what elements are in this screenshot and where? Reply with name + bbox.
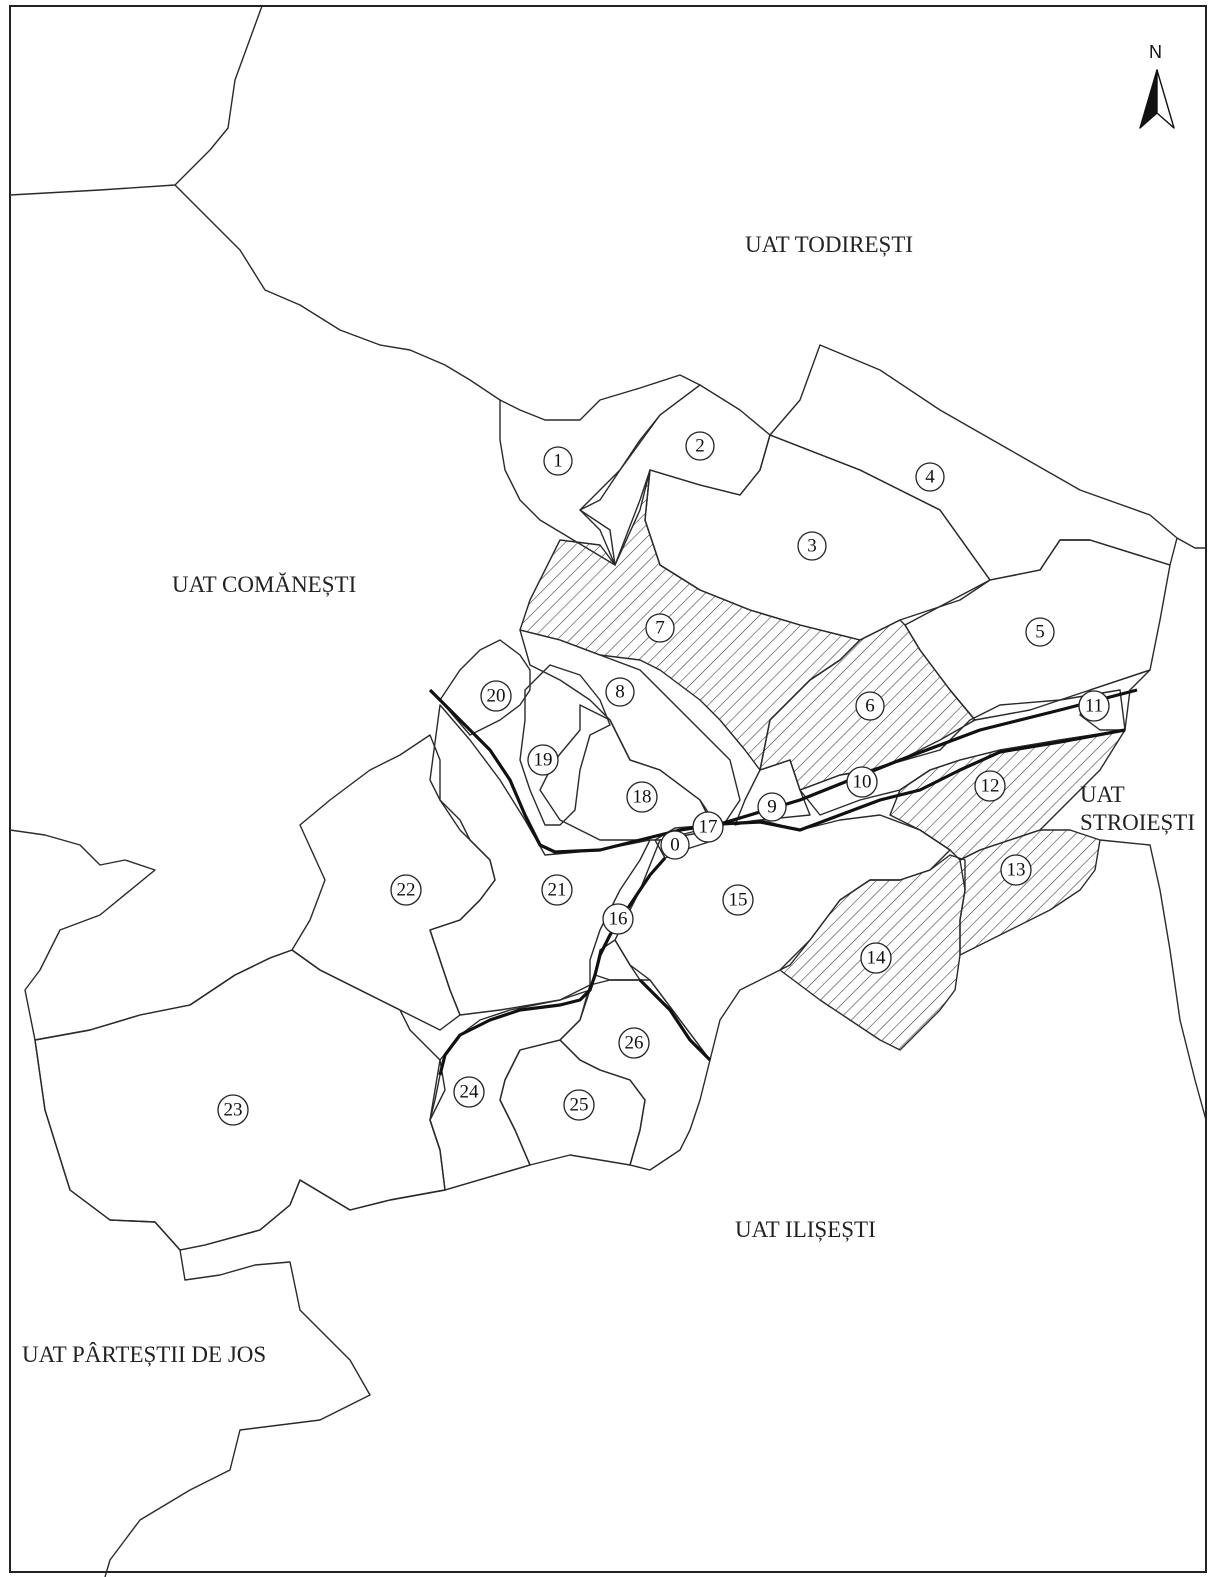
parcel-number: 18 (633, 787, 652, 808)
parcel-number: 7 (655, 618, 665, 639)
parcel-number: 0 (670, 835, 680, 856)
parcel-marker-3[interactable]: 3 (797, 531, 827, 561)
parcel-number: 4 (925, 467, 935, 488)
parcel-number: 5 (1035, 622, 1045, 643)
parcel-number: 14 (867, 948, 887, 969)
parcel-marker-25[interactable]: 25 (563, 1089, 595, 1121)
parcel-marker-18[interactable]: 18 (626, 781, 658, 813)
label-uat-ilisesti: UAT ILIȘEȘTI (735, 1217, 876, 1242)
parcel-marker-19[interactable]: 19 (527, 744, 559, 776)
parcel-number: 3 (807, 536, 817, 557)
parcel-number: 23 (224, 1100, 243, 1121)
label-uat-partestii-de-jos: UAT PÂRTEȘTII DE JOS (22, 1342, 266, 1367)
parcel-marker-21[interactable]: 21 (541, 874, 573, 906)
label-uat-todiresti: UAT TODIREȘTI (745, 232, 913, 257)
parcel-marker-15[interactable]: 15 (722, 884, 754, 916)
map-frame (9, 5, 1207, 1573)
hatched-parcel-12 (889, 729, 1126, 861)
parcel-number: 8 (615, 682, 625, 703)
north-arrow-icon: N (1139, 42, 1175, 129)
parcel-boundaries (34, 344, 1178, 1251)
parcel-marker-2[interactable]: 2 (685, 431, 715, 461)
parcel-marker-9[interactable]: 9 (757, 792, 787, 822)
parcel-marker-11[interactable]: 11 (1078, 690, 1110, 722)
parcel-marker-14[interactable]: 14 (860, 942, 892, 974)
parcel-number: 11 (1085, 696, 1103, 717)
parcel-marker-20[interactable]: 20 (480, 680, 512, 712)
north-label: N (1149, 42, 1162, 62)
parcel-number: 16 (609, 909, 628, 930)
parcel-marker-24[interactable]: 24 (453, 1076, 485, 1108)
parcel-markers: 1 2 3 4 5 6 7 8 9 10 11 12 13 14 15 16 1… (217, 431, 1110, 1126)
parcel-marker-4[interactable]: 4 (915, 462, 945, 492)
parcel-marker-1[interactable]: 1 (543, 446, 573, 476)
parcel-number: 20 (487, 686, 506, 707)
hatched-parcels (519, 469, 1126, 1051)
parcel-number: 6 (865, 696, 875, 717)
parcel-number: 22 (397, 880, 416, 901)
label-uat-stroiesti-2: STROIEȘTI (1080, 810, 1195, 835)
parcel-number: 24 (460, 1082, 480, 1103)
parcel-number: 26 (625, 1033, 644, 1054)
parcel-number: 9 (767, 797, 777, 818)
parcel-marker-0[interactable]: 0 (660, 830, 690, 860)
parcel-number: 19 (534, 750, 553, 771)
parcel-number: 25 (570, 1095, 589, 1116)
parcel-marker-10[interactable]: 10 (846, 766, 878, 798)
parcel-marker-26[interactable]: 26 (618, 1027, 650, 1059)
parcel-marker-16[interactable]: 16 (602, 903, 634, 935)
parcel-number: 13 (1007, 860, 1026, 881)
parcel-marker-12[interactable]: 12 (974, 770, 1006, 802)
parcel-marker-22[interactable]: 22 (390, 874, 422, 906)
parcel-number: 21 (548, 880, 567, 901)
parcel-number: 17 (699, 817, 718, 838)
main-boundaries (428, 688, 1138, 1151)
parcel-number: 1 (553, 451, 563, 472)
label-uat-comanesti: UAT COMĂNEȘTI (172, 572, 356, 597)
parcel-number: 12 (981, 776, 1000, 797)
parcel-marker-7[interactable]: 7 (645, 613, 675, 643)
label-uat-stroiesti-1: UAT (1080, 782, 1125, 807)
parcel-marker-13[interactable]: 13 (1000, 854, 1032, 886)
parcel-marker-6[interactable]: 6 (855, 691, 885, 721)
parcel-marker-8[interactable]: 8 (605, 677, 635, 707)
parcel-number: 15 (729, 890, 748, 911)
parcel-number: 2 (695, 436, 705, 457)
region-labels: UAT TODIREȘTI UAT COMĂNEȘTI UAT STROIEȘT… (22, 232, 1195, 1367)
parcel-marker-5[interactable]: 5 (1025, 617, 1055, 647)
parcel-number: 10 (853, 772, 872, 793)
parcel-marker-23[interactable]: 23 (217, 1094, 249, 1126)
parcel-marker-17[interactable]: 17 (692, 811, 724, 843)
